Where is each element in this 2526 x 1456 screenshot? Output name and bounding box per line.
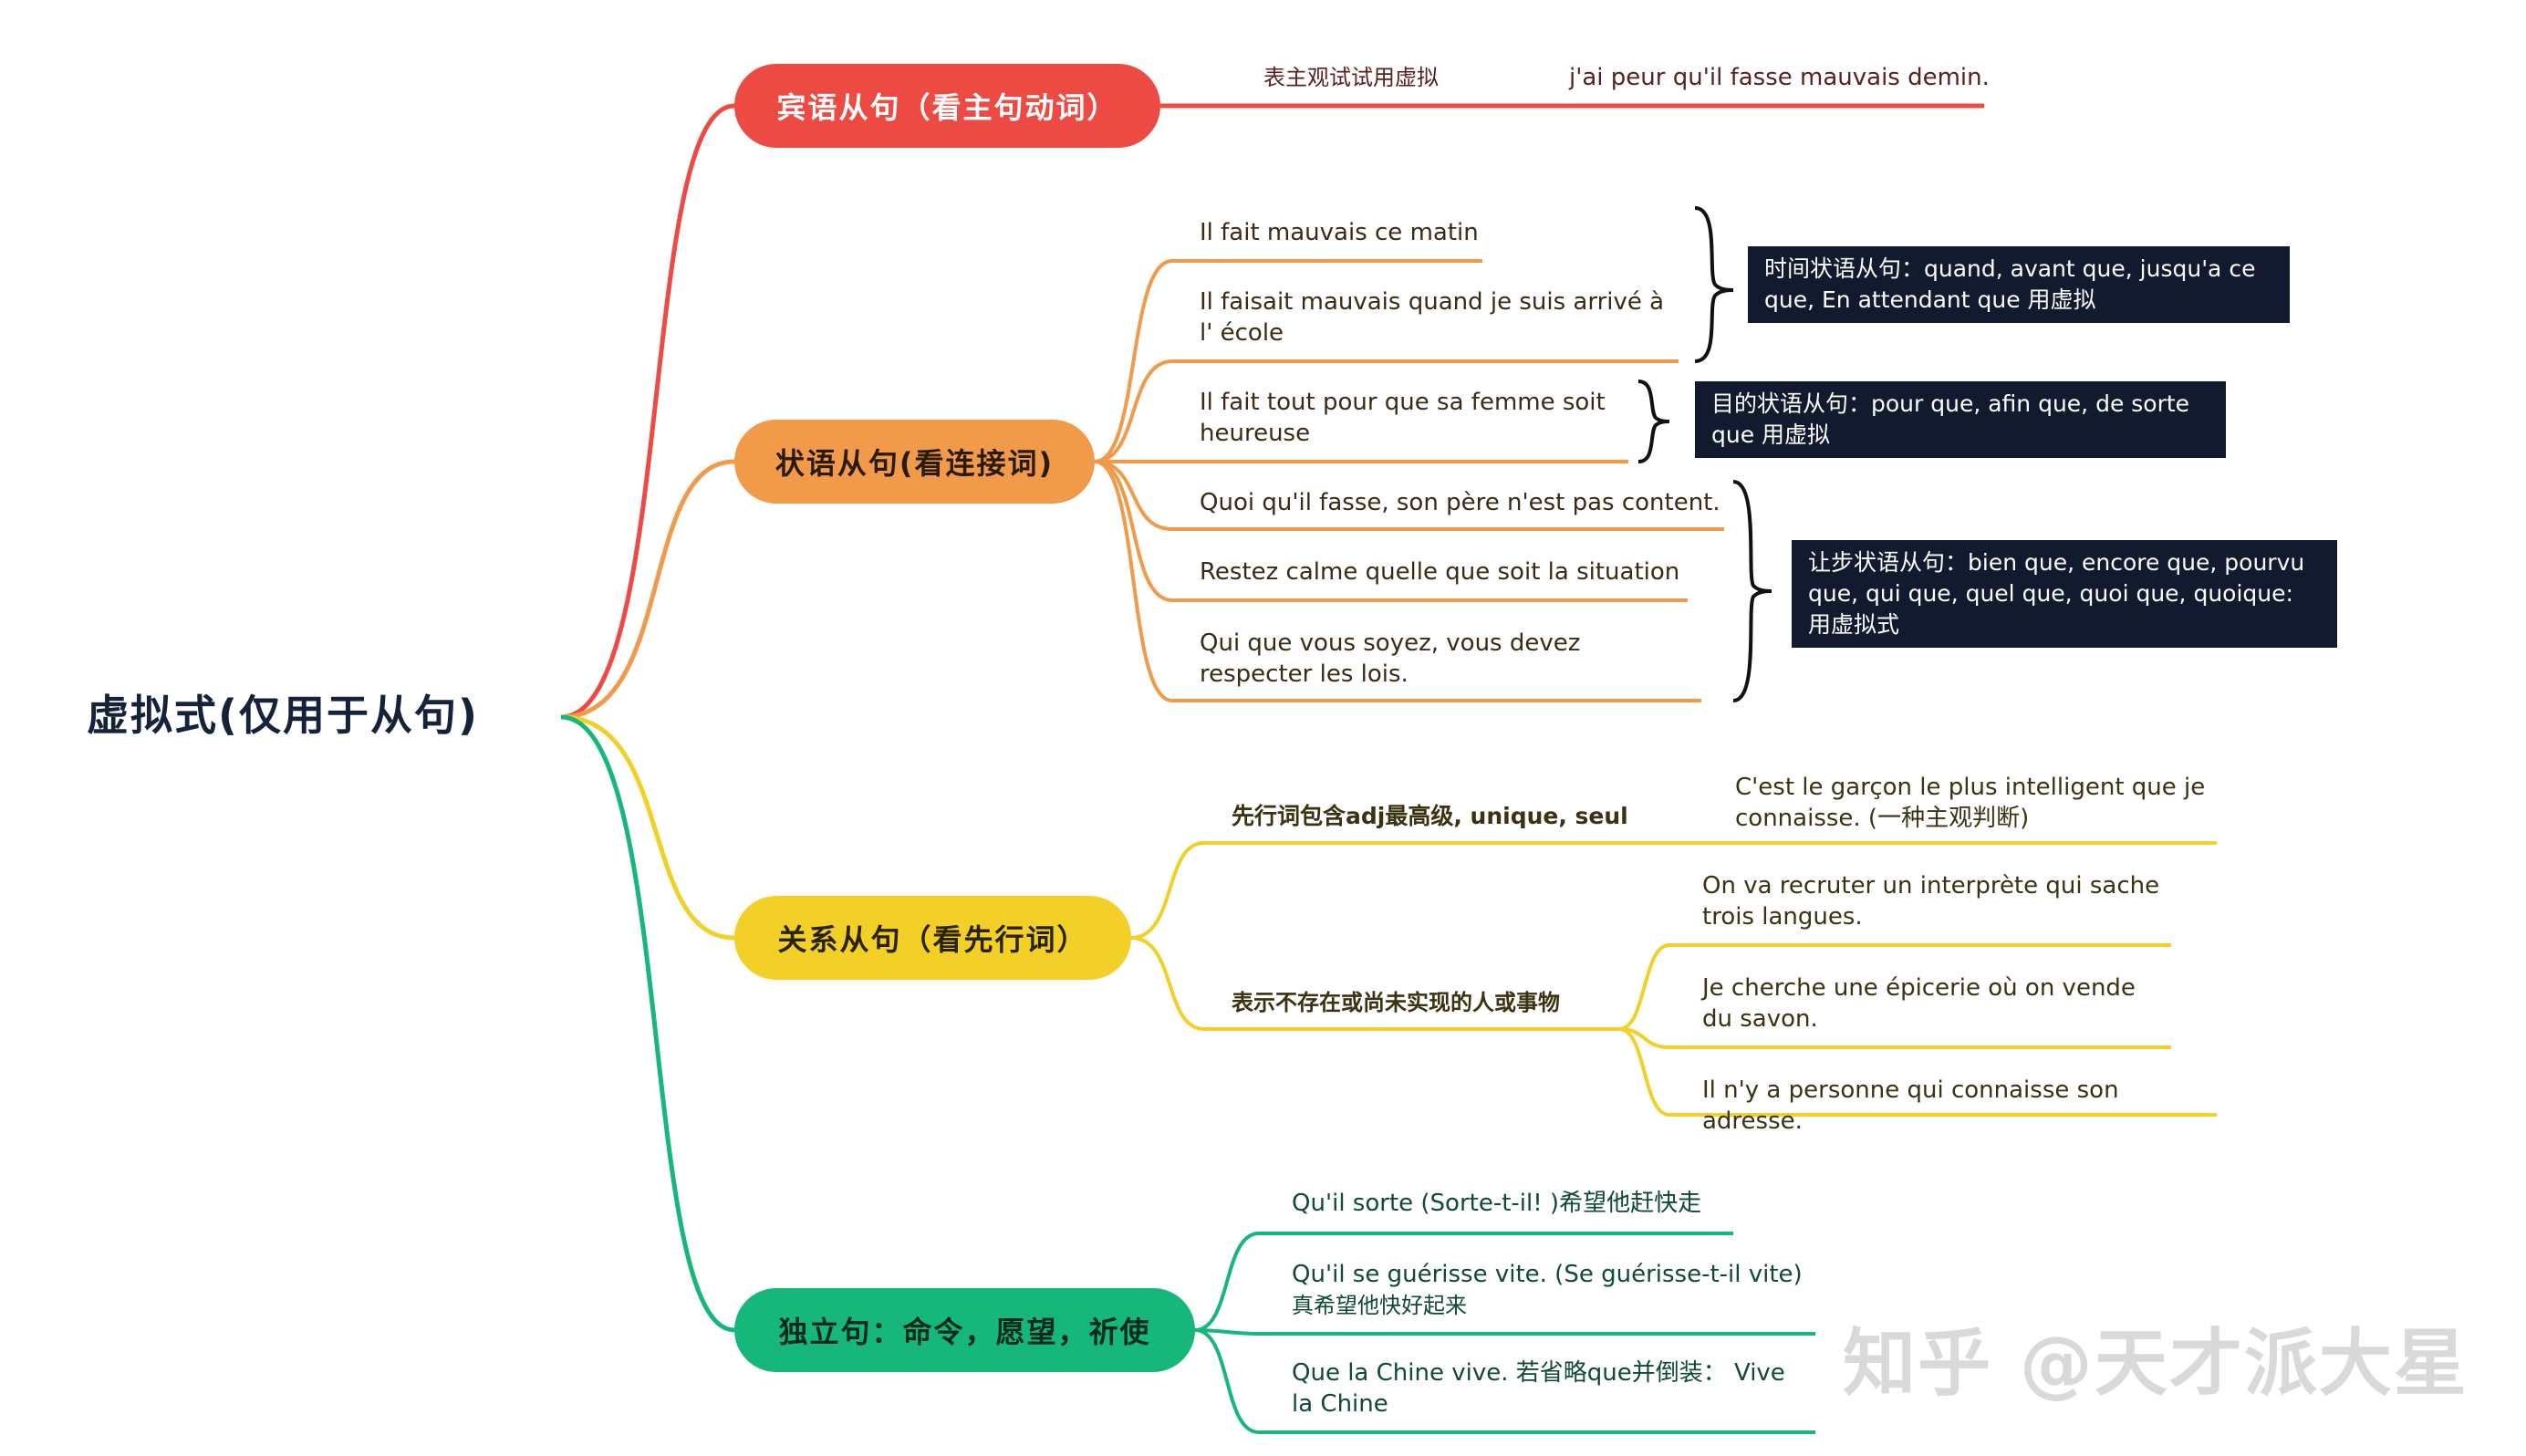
root-title[interactable]: 虚拟式(仅用于从句) (87, 691, 480, 740)
relative-sub1-example: C'est le garçon le plus intelligent que … (1735, 774, 2206, 832)
branch-adverbial-clause[interactable]: 状语从句(看连接词) (734, 420, 1095, 504)
independent-example-2: Qu'il se guérisse vite. (Se guérisse-t-i… (1292, 1261, 1803, 1288)
relative-sub1-label: 先行词包含adj最高级, unique, seul (1232, 803, 1628, 829)
brace-concession (1732, 480, 1772, 702)
link-root-object (560, 103, 735, 720)
link-ind-1 (1194, 1232, 1260, 1332)
independent-example-3: Que la Chine vive. 若省略que并倒装： Vive la Ch… (1292, 1359, 1785, 1418)
watermark: 知乎 @天才派大星 (1843, 1321, 2469, 1406)
branch-relative-clause[interactable]: 关系从句（看先行词） (734, 896, 1131, 980)
note-purpose-clause: 目的状语从句：pour que, afin que, de sorte que … (1695, 381, 2226, 458)
link-adv-6 (1094, 460, 1173, 702)
adverbial-example-1: Il fait mauvais ce matin (1200, 219, 1479, 246)
relative-sub2-example-2: Je cherche une épicerie où on vende du s… (1702, 974, 2136, 1033)
link-adv-5 (1094, 460, 1173, 602)
object-note: 表主观试试用虚拟 (1263, 65, 1439, 90)
link-root-independent (560, 714, 735, 1333)
note-time-clause: 时间状语从句：quand, avant que, jusqu'a ce que,… (1748, 246, 2290, 323)
adverbial-example-4: Quoi qu'il fasse, son père n'est pas con… (1200, 489, 1720, 516)
link-adv-1 (1094, 259, 1173, 463)
link-rel-sub2 (1130, 936, 1205, 1031)
object-example: j'ai peur qu'il fasse mauvais demin. (1569, 64, 1990, 91)
link-rel-sub1 (1130, 841, 1205, 940)
independent-example-1: Qu'il sorte (Sorte-t-il! )希望他赶快走 (1292, 1190, 1702, 1217)
independent-example-2-translation: 真希望他快好起来 (1292, 1293, 1467, 1318)
branch-object-clause[interactable]: 宾语从句（看主句动词） (734, 64, 1160, 148)
brace-time (1694, 206, 1734, 363)
relative-sub2-example-1: On va recruter un interprète qui sache t… (1702, 872, 2160, 931)
link-adv-2 (1094, 359, 1173, 463)
adverbial-example-2: Il faisait mauvais quand je suis arrivé … (1200, 288, 1665, 347)
relative-sub2-example-3: Il n'y a personne qui connaisse son adre… (1702, 1076, 2119, 1135)
branch-independent-clause[interactable]: 独立句：命令，愿望，祈使 (734, 1288, 1195, 1372)
adverbial-example-6: Qui que vous soyez, vous devez respecter… (1200, 629, 1581, 688)
link-root-adverbial (560, 459, 735, 720)
brace-purpose (1637, 380, 1670, 463)
relative-sub2-label: 表示不存在或尚未实现的人或事物 (1232, 990, 1560, 1015)
adverbial-example-5: Restez calme quelle que soit la situatio… (1200, 558, 1680, 586)
link-root-relative (560, 714, 735, 941)
adverbial-example-3: Il fait tout pour que sa femme soit heur… (1200, 389, 1606, 447)
note-concession-clause: 让步状语从句：bien que, encore que, pourvu que,… (1792, 540, 2337, 648)
link-rel-ex1 (1618, 943, 1670, 1031)
link-adv-4 (1094, 460, 1173, 531)
link-ind-3 (1194, 1328, 1260, 1434)
link-rel-ex3 (1618, 1027, 1670, 1117)
